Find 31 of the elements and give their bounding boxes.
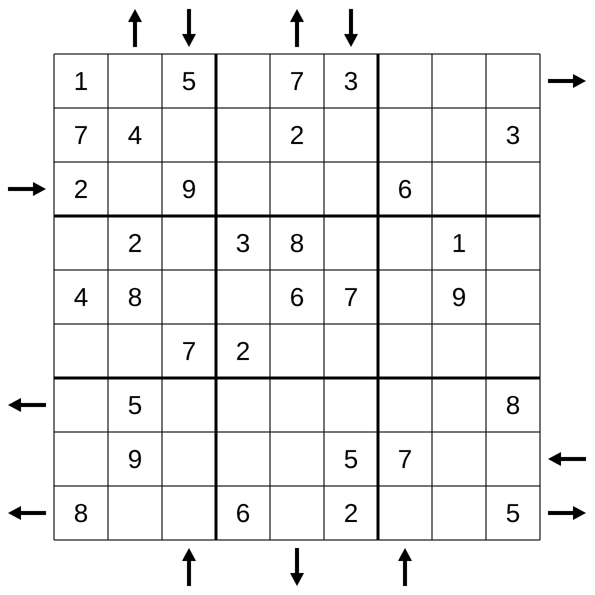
given-digit: 5 xyxy=(504,496,522,530)
given-digit: 8 xyxy=(72,496,90,530)
given-digit: 4 xyxy=(126,118,144,152)
given-digit: 3 xyxy=(234,226,252,260)
given-digit: 2 xyxy=(342,496,360,530)
given-digit: 2 xyxy=(126,226,144,260)
given-digit: 8 xyxy=(288,226,306,260)
given-digit: 7 xyxy=(72,118,90,152)
given-digit: 8 xyxy=(126,280,144,314)
given-digit: 5 xyxy=(126,388,144,422)
given-digit: 9 xyxy=(180,172,198,206)
given-digit: 6 xyxy=(234,496,252,530)
given-digit: 2 xyxy=(234,334,252,368)
given-digit: 6 xyxy=(396,172,414,206)
given-digit: 7 xyxy=(288,64,306,98)
given-digit: 2 xyxy=(72,172,90,206)
given-digit: 4 xyxy=(72,280,90,314)
given-digit: 7 xyxy=(180,334,198,368)
given-digit: 7 xyxy=(342,280,360,314)
given-digit: 5 xyxy=(342,442,360,476)
given-digit: 7 xyxy=(396,442,414,476)
given-digit: 6 xyxy=(288,280,306,314)
given-digit: 9 xyxy=(450,280,468,314)
given-digit: 9 xyxy=(126,442,144,476)
given-digit: 2 xyxy=(288,118,306,152)
given-digit: 1 xyxy=(72,64,90,98)
given-digit: 1 xyxy=(450,226,468,260)
given-digit: 3 xyxy=(504,118,522,152)
given-digit: 3 xyxy=(342,64,360,98)
given-digit: 8 xyxy=(504,388,522,422)
given-digit: 5 xyxy=(180,64,198,98)
